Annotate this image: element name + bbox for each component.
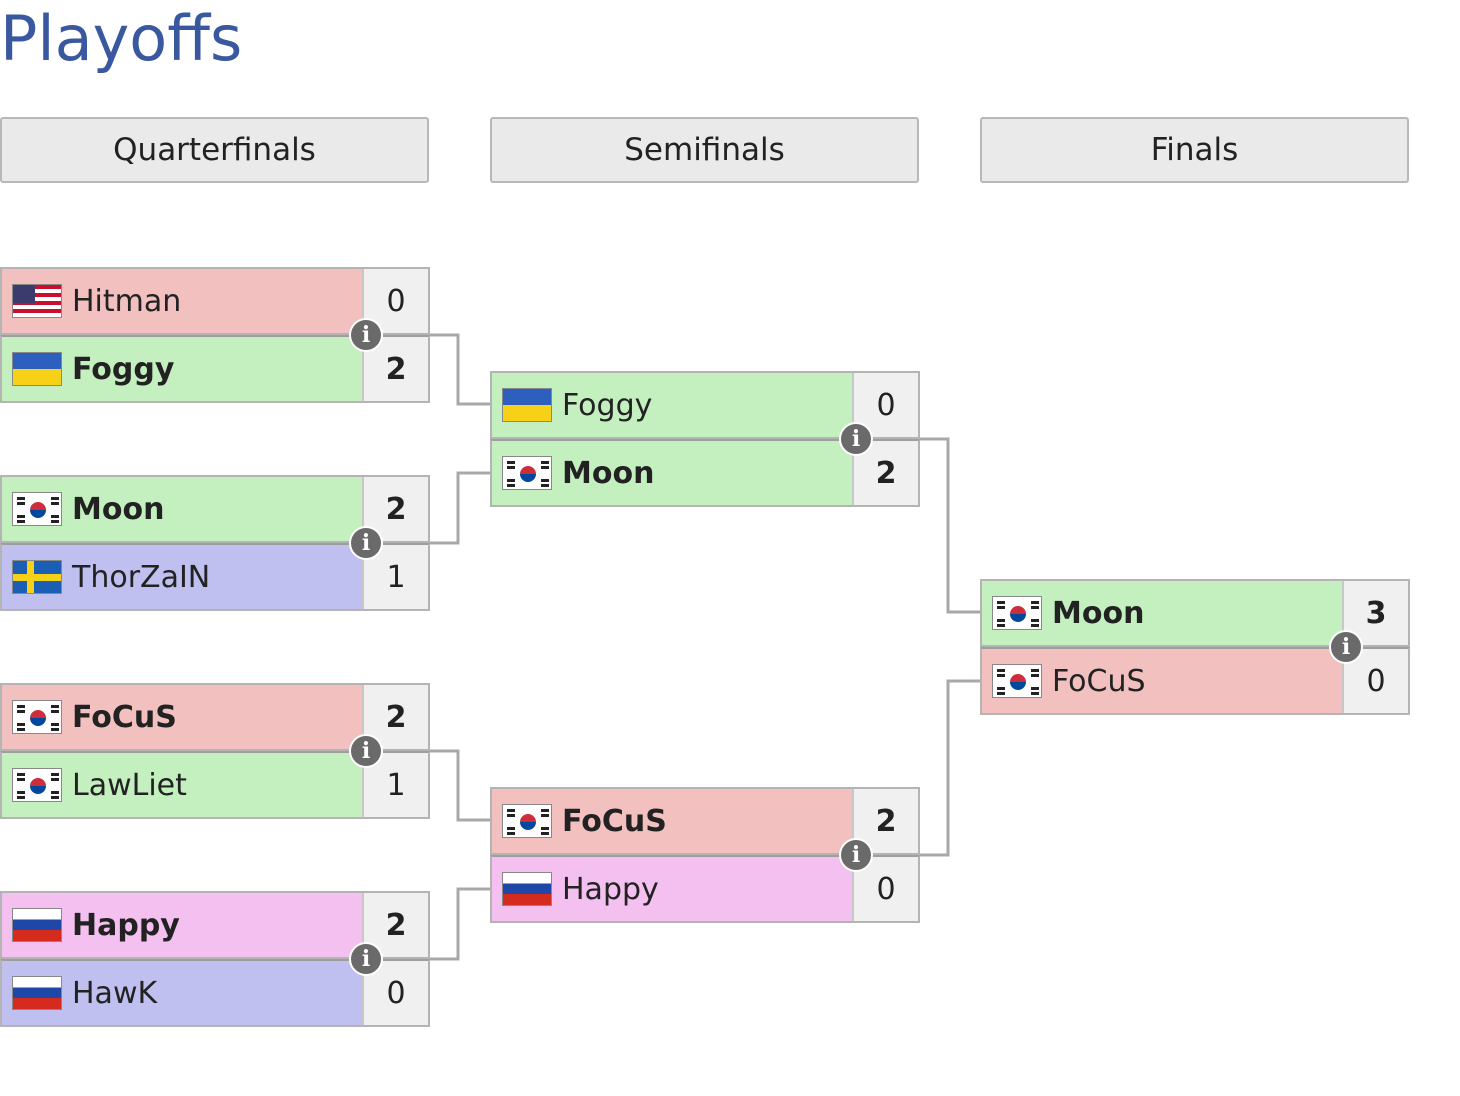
connector-qf2-sf1 <box>430 471 490 545</box>
slot-qf4-top[interactable]: Happy 2 <box>0 891 430 959</box>
korea-flag-icon <box>12 700 62 734</box>
player-name: Moon <box>72 491 165 527</box>
korea-flag-icon <box>12 492 62 526</box>
connector-sf1-f1 <box>920 437 980 614</box>
player-score: 1 <box>362 545 428 609</box>
korea-flag-icon <box>12 768 62 802</box>
match-sf1: Foggy 0 Moon 2 i <box>490 371 920 509</box>
sweden-flag-icon <box>12 560 62 594</box>
russia-flag-icon <box>12 908 62 942</box>
russia-flag-icon <box>12 976 62 1010</box>
player-score: 3 <box>1342 581 1408 645</box>
us-flag-icon <box>12 284 62 318</box>
match-qf2: Moon 2 ThorZaIN 1 i <box>0 475 430 613</box>
connector-qf1-sf1 <box>430 333 490 406</box>
match-final: Moon 3 FoCuS 0 i <box>980 579 1410 717</box>
info-icon[interactable]: i <box>839 422 873 456</box>
player-name: Moon <box>562 455 655 491</box>
player-score: 0 <box>362 961 428 1025</box>
info-icon[interactable]: i <box>349 942 383 976</box>
info-icon[interactable]: i <box>1329 630 1363 664</box>
info-icon[interactable]: i <box>349 318 383 352</box>
player-name: HawK <box>72 975 158 1011</box>
player-score: 2 <box>852 441 918 505</box>
match-qf1: Hitman 0 Foggy 2 i <box>0 267 430 405</box>
slot-qf1-top[interactable]: Hitman 0 <box>0 267 430 335</box>
korea-flag-icon <box>502 804 552 838</box>
round-header-semifinals: Semifinals <box>490 117 919 183</box>
player-name: Moon <box>1052 595 1145 631</box>
round-header-finals: Finals <box>980 117 1409 183</box>
info-icon[interactable]: i <box>349 526 383 560</box>
player-name: FoCuS <box>562 803 667 839</box>
slot-qf2-bot[interactable]: ThorZaIN 1 <box>0 543 430 611</box>
player-name: Foggy <box>72 351 175 387</box>
match-sf2: FoCuS 2 Happy 0 i <box>490 787 920 925</box>
player-score: 0 <box>852 373 918 437</box>
info-icon[interactable]: i <box>349 734 383 768</box>
info-icon[interactable]: i <box>839 838 873 872</box>
slot-qf3-bot[interactable]: LawLiet 1 <box>0 751 430 819</box>
connector-sf2-f1 <box>920 679 980 857</box>
round-header-quarterfinals: Quarterfinals <box>0 117 429 183</box>
player-name: Happy <box>562 871 659 907</box>
korea-flag-icon <box>502 456 552 490</box>
page-title: Playoffs <box>0 2 243 75</box>
match-qf4: Happy 2 HawK 0 i <box>0 891 430 1029</box>
player-name: LawLiet <box>72 767 187 803</box>
player-name: Happy <box>72 907 180 943</box>
russia-flag-icon <box>502 872 552 906</box>
match-qf3: FoCuS 2 LawLiet 1 i <box>0 683 430 821</box>
player-name: FoCuS <box>72 699 177 735</box>
player-name: Hitman <box>72 283 182 319</box>
ukraine-flag-icon <box>12 352 62 386</box>
connector-qf3-sf2 <box>430 749 490 822</box>
korea-flag-icon <box>992 596 1042 630</box>
connector-qf4-sf2 <box>430 887 490 961</box>
player-name: FoCuS <box>1052 663 1146 699</box>
player-name: Foggy <box>562 387 653 423</box>
ukraine-flag-icon <box>502 388 552 422</box>
slot-qf4-bot[interactable]: HawK 0 <box>0 959 430 1027</box>
korea-flag-icon <box>992 664 1042 698</box>
player-name: ThorZaIN <box>72 559 211 595</box>
